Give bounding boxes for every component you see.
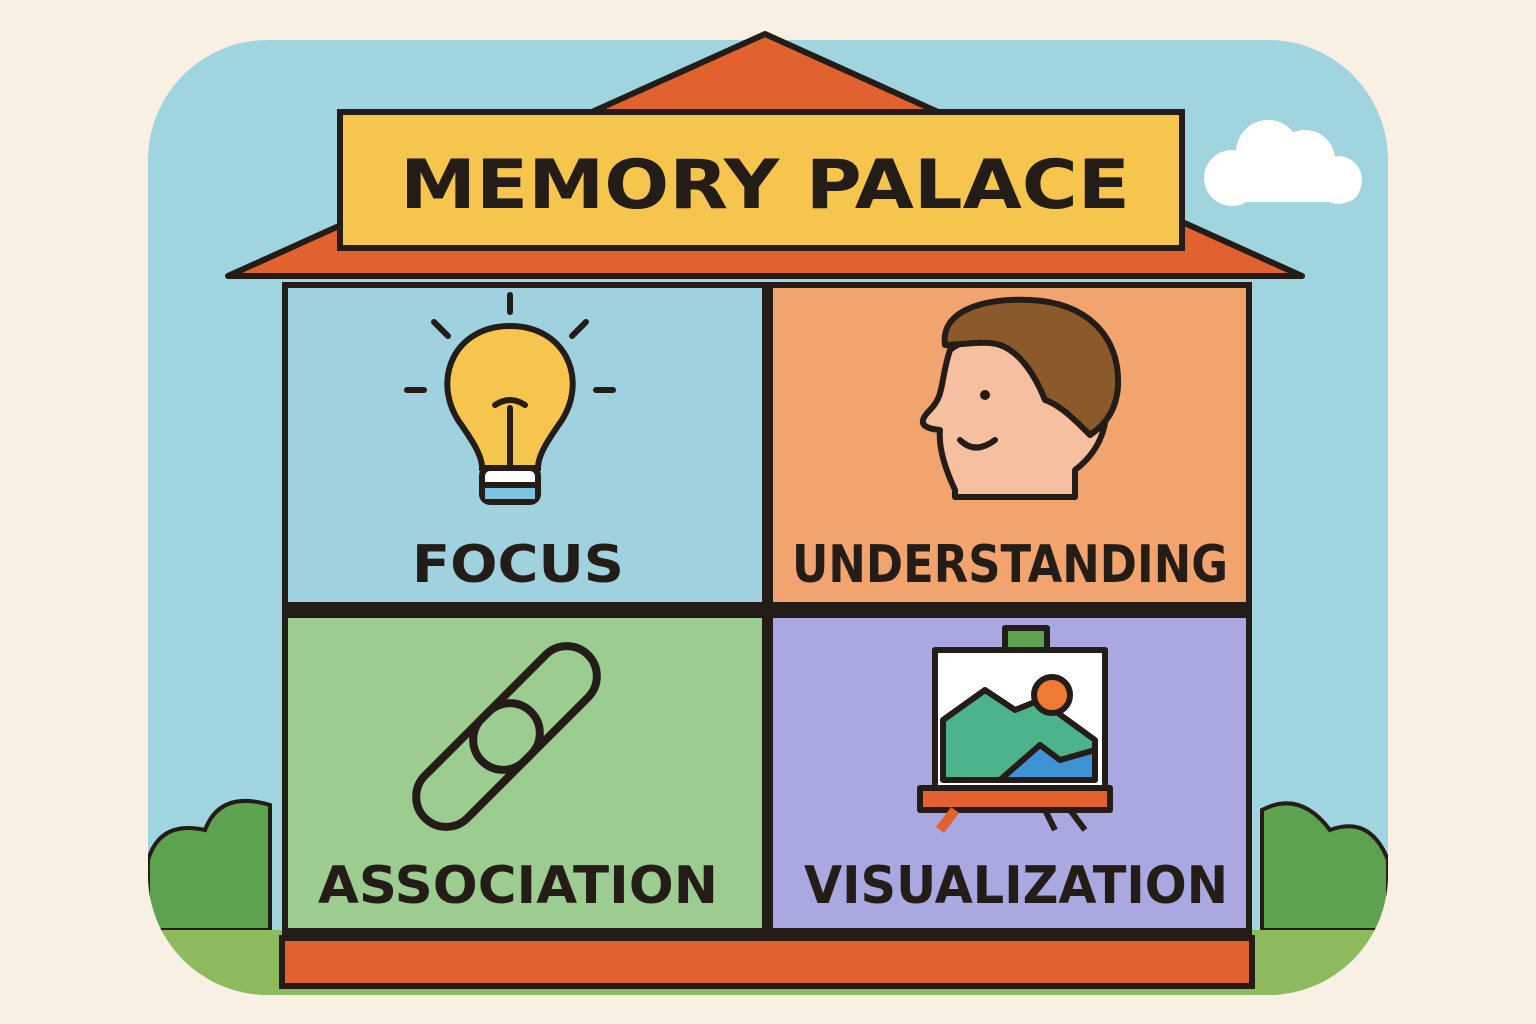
- room-visualization: VISUALIZATION: [773, 618, 1246, 928]
- foundation: [279, 935, 1255, 989]
- room-label-association: ASSOCIATION: [318, 856, 718, 916]
- bushes-left: [148, 798, 272, 932]
- easel-painting-icon: [917, 625, 1113, 833]
- room-focus: FOCUS: [288, 288, 762, 602]
- room-association: ASSOCIATION: [288, 618, 762, 928]
- room-understanding: UNDERSTANDING: [773, 288, 1246, 602]
- room-label-visualization: VISUALIZATION: [804, 856, 1228, 916]
- lightbulb-icon: [404, 292, 616, 505]
- cloud-icon: [1204, 120, 1362, 206]
- person-head-icon: [919, 296, 1122, 500]
- title-banner: MEMORY PALACE: [337, 109, 1185, 251]
- house-body: FOCUS UNDERSTANDING ASSOCIATION: [282, 282, 1252, 942]
- bushes-right: [1260, 801, 1388, 932]
- room-label-focus: FOCUS: [412, 535, 624, 595]
- chain-link-icon: [412, 642, 601, 831]
- page-title: MEMORY PALACE: [400, 146, 1130, 225]
- room-label-understanding: UNDERSTANDING: [792, 535, 1228, 595]
